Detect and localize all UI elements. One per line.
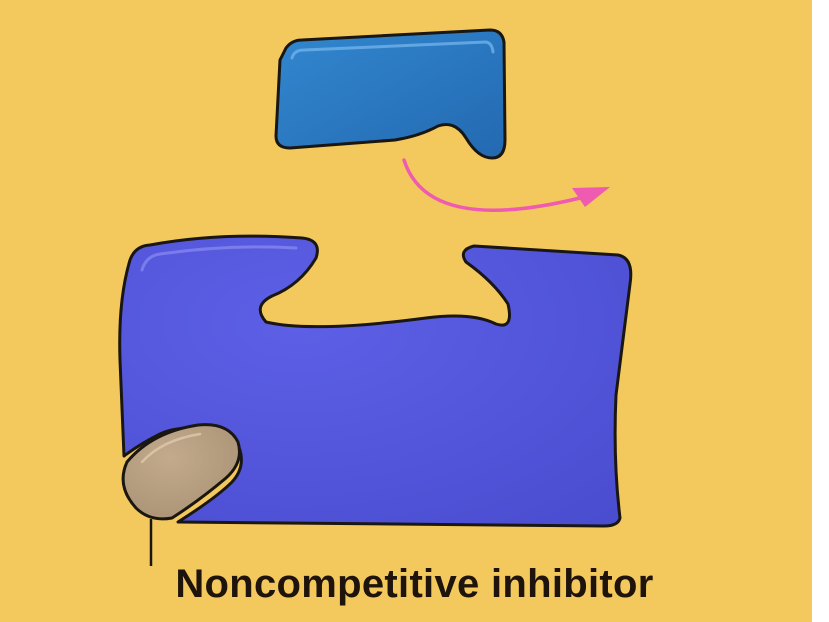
inhibitor-label: Noncompetitive inhibitor bbox=[0, 560, 829, 608]
right-margin bbox=[812, 0, 829, 622]
